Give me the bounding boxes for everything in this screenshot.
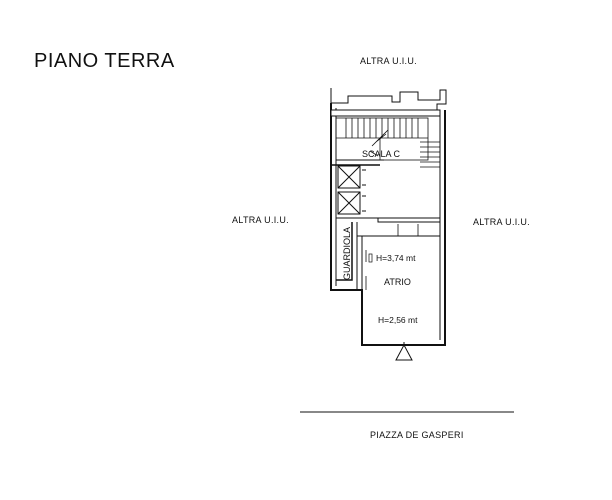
neighbor-label-left: ALTRA U.I.U. xyxy=(232,215,289,225)
height-label-upper: H=3,74 mt xyxy=(376,253,416,263)
stair-steps xyxy=(335,117,440,168)
outer-walls xyxy=(330,88,447,346)
page-title: PIANO TERRA xyxy=(34,50,175,72)
interior-walls xyxy=(336,217,440,290)
street-label: PIAZZA DE GASPERI xyxy=(370,430,464,440)
room-label-stair: SCALA C xyxy=(362,149,401,159)
height-label-lower: H=2,56 mt xyxy=(378,315,418,325)
room-label-atrium: ATRIO xyxy=(384,277,411,287)
room-label-guard: GUARDIOLA xyxy=(342,227,352,280)
neighbor-label-top: ALTRA U.I.U. xyxy=(360,56,417,66)
entrance-marker xyxy=(395,342,413,361)
elevator-shafts xyxy=(337,165,366,215)
neighbor-label-right: ALTRA U.I.U. xyxy=(473,217,530,227)
